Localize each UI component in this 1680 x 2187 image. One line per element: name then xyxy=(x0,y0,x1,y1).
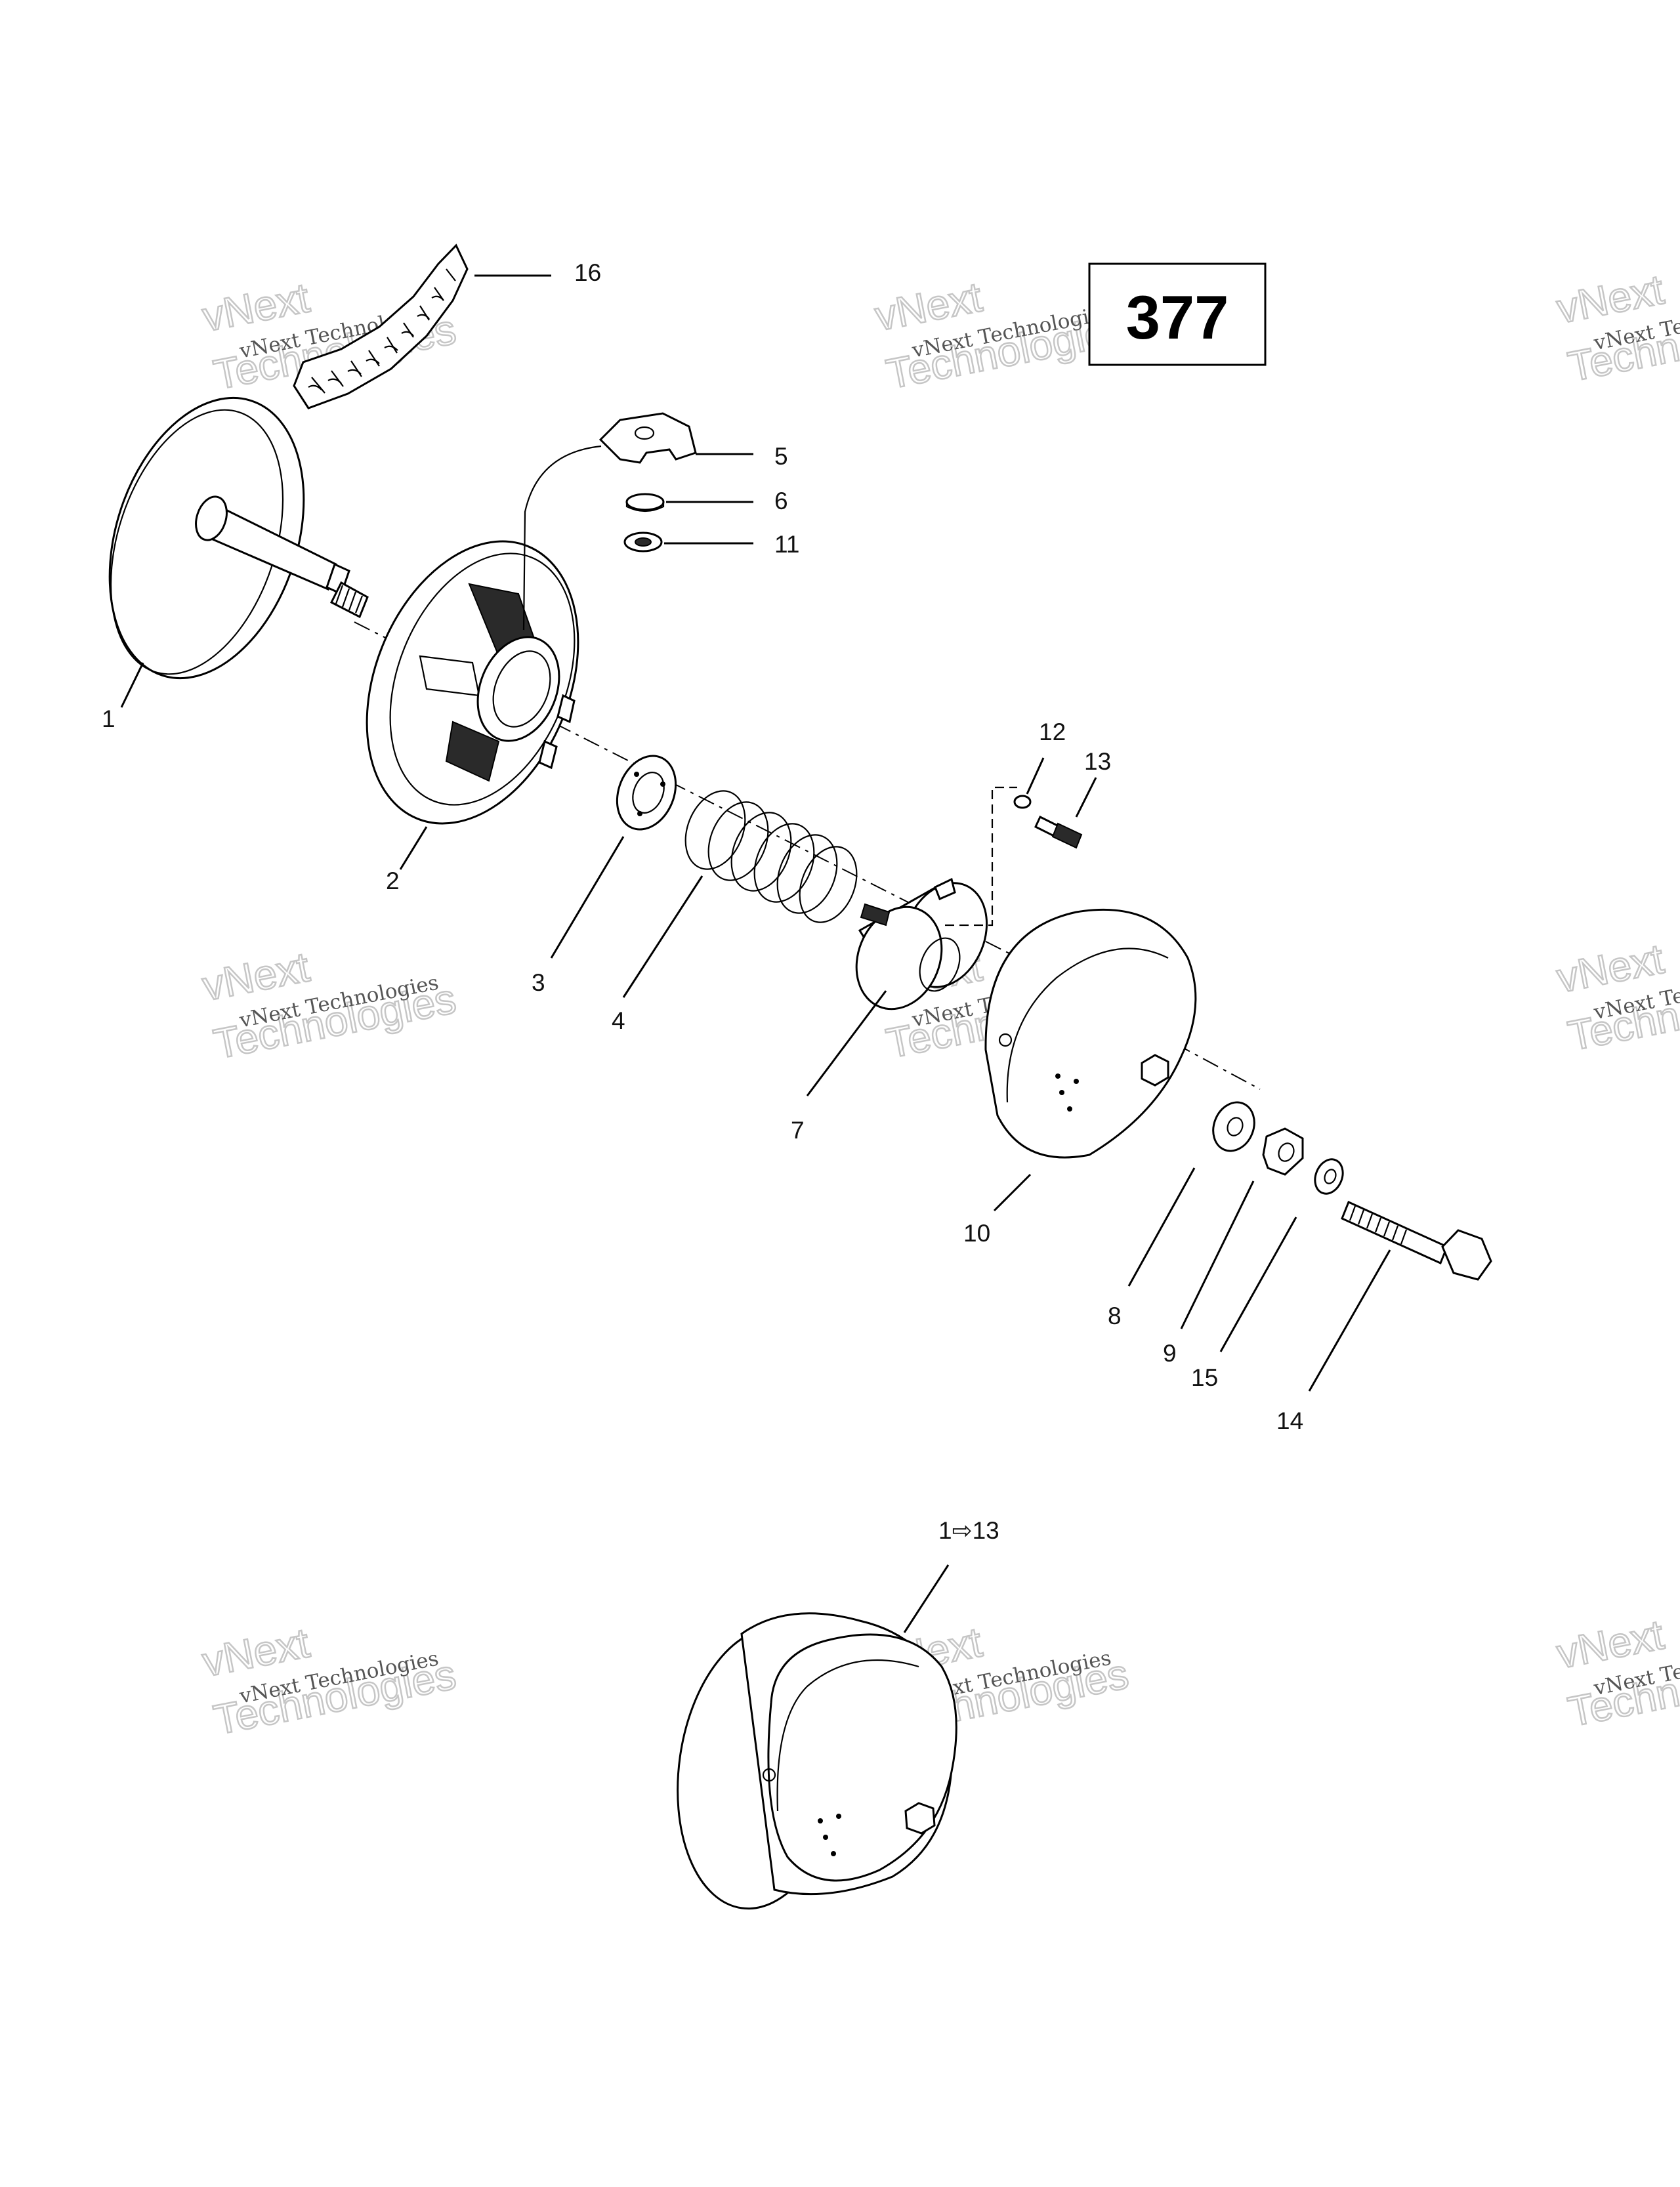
callout-14: 14 xyxy=(1276,1407,1303,1434)
callout-1: 1 xyxy=(102,705,116,732)
leader-lines xyxy=(120,274,1391,1633)
part-1-fixed-sheave xyxy=(108,396,369,680)
part-4-spring xyxy=(684,790,858,923)
part-6-cap xyxy=(625,493,665,512)
part-7-cam xyxy=(855,877,988,1010)
watermark-7: vNext Technologies vNext Technologies xyxy=(198,1618,460,1745)
part-16-drive-belt xyxy=(293,243,469,409)
cover-axis xyxy=(1174,1043,1261,1090)
watermark-3: vNext Technologies vNext Technologies xyxy=(1552,264,1680,391)
part-9-nut xyxy=(1262,1127,1304,1176)
part-11-washer xyxy=(623,531,663,552)
assembly-view xyxy=(677,1612,957,1910)
watermark-6: vNext Technologies vNext Technologies xyxy=(1552,934,1680,1060)
part-5-bracket xyxy=(598,412,697,464)
watermark-9: vNext Technologies vNext Technologies xyxy=(1552,1610,1680,1736)
callout-assembly: 1⇨13 xyxy=(938,1517,999,1544)
callout-4: 4 xyxy=(612,1007,625,1034)
callout-labels: 16 5 6 11 1 2 3 4 7 10 8 9 15 14 12 13 1… xyxy=(102,259,1303,1544)
callout-7: 7 xyxy=(791,1117,805,1144)
part-14-bolt xyxy=(1341,1200,1492,1281)
part-15-lock-washer xyxy=(1314,1158,1344,1195)
part-3-thrust-washer xyxy=(616,755,677,831)
page-number: 377 xyxy=(1126,283,1229,352)
part-8-washer xyxy=(1212,1101,1255,1152)
dashed-guide-13 xyxy=(945,786,1017,927)
watermark-4: vNext Technologies vNext Technologies xyxy=(198,942,460,1069)
callout-15: 15 xyxy=(1191,1364,1218,1391)
lead-line-5 xyxy=(522,445,602,631)
part-13-screw xyxy=(1034,815,1083,849)
part-2-sliding-sheave xyxy=(366,540,579,825)
callout-16: 16 xyxy=(574,259,601,286)
callout-13: 13 xyxy=(1084,748,1111,775)
callout-8: 8 xyxy=(1108,1302,1122,1329)
callout-11: 11 xyxy=(774,531,799,558)
callout-10: 10 xyxy=(963,1220,990,1247)
callout-6: 6 xyxy=(774,488,788,514)
callout-2: 2 xyxy=(386,867,400,894)
callout-9: 9 xyxy=(1163,1340,1177,1367)
callout-12: 12 xyxy=(1039,719,1066,745)
callout-5: 5 xyxy=(774,443,788,470)
callout-3: 3 xyxy=(532,969,545,996)
page-number-box: 377 xyxy=(1088,262,1267,366)
part-12-washer xyxy=(1013,795,1032,809)
part-10-cover xyxy=(984,908,1197,1159)
